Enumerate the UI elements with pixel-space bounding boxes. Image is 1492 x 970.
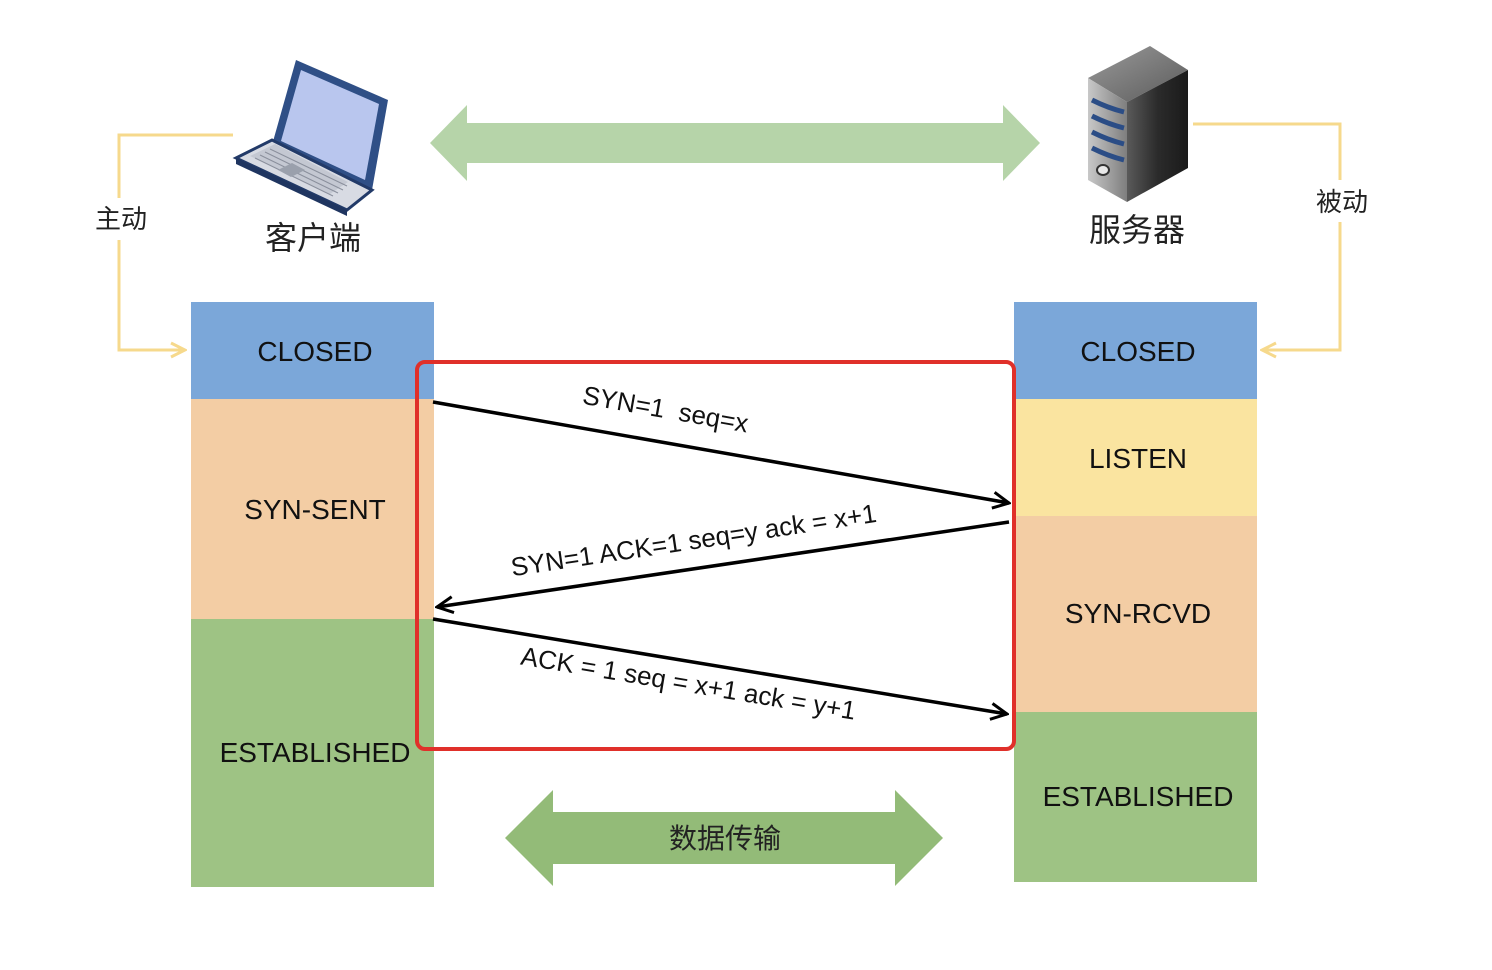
- server-state-listen: [1014, 399, 1257, 516]
- server-label: 服务器: [1089, 211, 1185, 249]
- client-state-closed: [191, 302, 434, 399]
- client-state-closed-label: CLOSED: [257, 336, 372, 367]
- handshake-highlight-box: [415, 360, 1016, 751]
- server-state-established-label: ESTABLISHED: [1043, 781, 1234, 812]
- message-arrow-syn: [432, 400, 1009, 503]
- message-arrow-ack: [432, 617, 1007, 714]
- server-state-column: CLOSED LISTEN SYN-RCVD ESTABLISHED: [1014, 302, 1257, 882]
- client-state-column: CLOSED SYN-SENT ESTABLISHED: [191, 302, 434, 887]
- server-state-closed: [1014, 302, 1257, 399]
- client-state-syn-sent: [191, 399, 434, 619]
- client-mode-label: 主动: [95, 205, 147, 235]
- client-label: 客户端: [265, 219, 361, 257]
- laptop-icon: [232, 60, 388, 216]
- message-label-ack: ACK = 1 seq = x+1 ack = y+1: [519, 641, 858, 726]
- data-transfer-arrow: [505, 790, 943, 886]
- server-passive-connector: [1193, 122, 1342, 350]
- server-icon: [1088, 46, 1188, 202]
- server-state-established: [1014, 712, 1257, 882]
- server-mode-label: 被动: [1316, 188, 1368, 218]
- data-transfer-label: 数据传输: [669, 822, 781, 855]
- top-double-arrow: [430, 105, 1040, 181]
- client-state-established: [191, 619, 434, 887]
- client-active-connector: [117, 133, 233, 350]
- client-state-established-label: ESTABLISHED: [220, 737, 411, 768]
- message-label-syn: SYN=1 seq=x: [580, 380, 750, 439]
- server-state-syn-rcvd: [1014, 516, 1257, 712]
- server-state-syn-rcvd-label: SYN-RCVD: [1065, 598, 1211, 629]
- client-state-syn-sent-label: SYN-SENT: [244, 494, 386, 525]
- server-state-listen-label: LISTEN: [1089, 443, 1187, 474]
- server-state-closed-label: CLOSED: [1080, 336, 1195, 367]
- message-arrow-syn-ack: [437, 520, 1010, 607]
